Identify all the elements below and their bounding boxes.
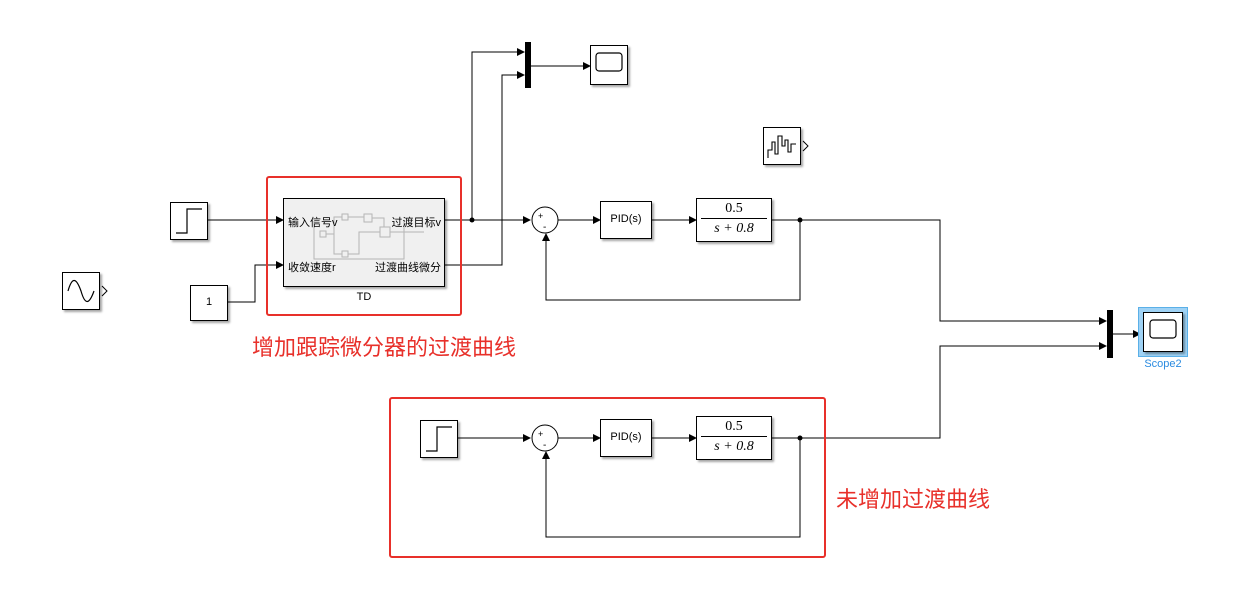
pid-controller-block[interactable]: PID(s) — [600, 201, 652, 239]
td-subsystem-block[interactable]: 输入信号v 收敛速度r 过渡目标v 过渡曲线微分 — [283, 198, 445, 287]
subsystem-preview — [313, 213, 424, 260]
transfer-fcn-fraction: 0.5 s + 0.8 — [697, 201, 771, 237]
sum-block[interactable]: + - — [530, 424, 560, 454]
scope-icon — [1149, 319, 1177, 339]
scope-icon — [595, 52, 623, 72]
scope2-block[interactable] — [1143, 312, 1183, 352]
td-block-name[interactable]: TD — [356, 291, 372, 303]
pid-controller-block[interactable]: PID(s) — [600, 419, 652, 457]
sine-wave-icon — [67, 279, 95, 303]
mux-block[interactable] — [1107, 310, 1113, 358]
annotation-without-td: 未增加过渡曲线 — [836, 488, 991, 513]
transfer-fcn-block[interactable]: 0.5 s + 0.8 — [696, 416, 772, 460]
scope2-name[interactable]: Scope2 — [1144, 358, 1182, 370]
svg-text:+: + — [538, 429, 543, 439]
scope-block[interactable] — [590, 45, 628, 85]
tf-numerator: 0.5 — [725, 419, 743, 434]
mux-block[interactable] — [525, 42, 531, 88]
annotation-box-with-td — [266, 176, 462, 316]
td-convergence-rate-port: 收敛速度r — [288, 262, 336, 274]
tf-denominator: s + 0.8 — [714, 439, 754, 454]
constant-value: 1 — [205, 296, 213, 308]
transfer-fcn-fraction: 0.5 s + 0.8 — [697, 419, 771, 455]
transfer-fcn-block[interactable]: 0.5 s + 0.8 — [696, 198, 772, 242]
tf-numerator: 0.5 — [725, 201, 743, 216]
branch-point — [797, 217, 803, 223]
annotation-box-without-td — [389, 397, 826, 558]
svg-text:+: + — [538, 211, 543, 221]
td-transition-target-port: 过渡目标v — [391, 217, 442, 229]
td-transition-derivative-port: 过渡曲线微分 — [375, 262, 441, 274]
td-input-signal-port: 输入信号v — [288, 217, 338, 229]
step-icon — [176, 208, 202, 234]
line-td-deriv-to-mux1[interactable] — [445, 71, 525, 266]
step-block[interactable] — [420, 420, 458, 458]
line-tf-to-mux2[interactable] — [772, 219, 1107, 325]
output-port-icon — [101, 285, 108, 297]
svg-text:-: - — [543, 222, 546, 233]
sine-wave-block[interactable] — [62, 272, 100, 310]
branch-point — [797, 435, 803, 441]
line-feedback-bottom[interactable] — [542, 438, 801, 538]
line-feedback-top[interactable] — [542, 220, 801, 301]
random-number-icon — [767, 135, 796, 158]
line-tf2-to-mux2[interactable] — [772, 342, 1107, 439]
line-branch-to-mux1[interactable] — [471, 48, 525, 220]
output-port-icon — [802, 140, 809, 152]
tf-denominator: s + 0.8 — [714, 221, 754, 236]
random-number-block[interactable] — [763, 127, 801, 165]
pid-label: PID(s) — [610, 213, 642, 225]
sum-block[interactable]: + - — [530, 206, 560, 236]
svg-text:-: - — [543, 440, 546, 451]
step-block[interactable] — [170, 202, 208, 240]
step-icon — [426, 426, 452, 452]
branch-point — [469, 217, 475, 223]
pid-label: PID(s) — [610, 431, 642, 443]
annotation-with-td: 增加跟踪微分器的过渡曲线 — [252, 336, 517, 361]
constant-block[interactable]: 1 — [190, 285, 228, 321]
line-const-to-td[interactable] — [228, 261, 284, 303]
